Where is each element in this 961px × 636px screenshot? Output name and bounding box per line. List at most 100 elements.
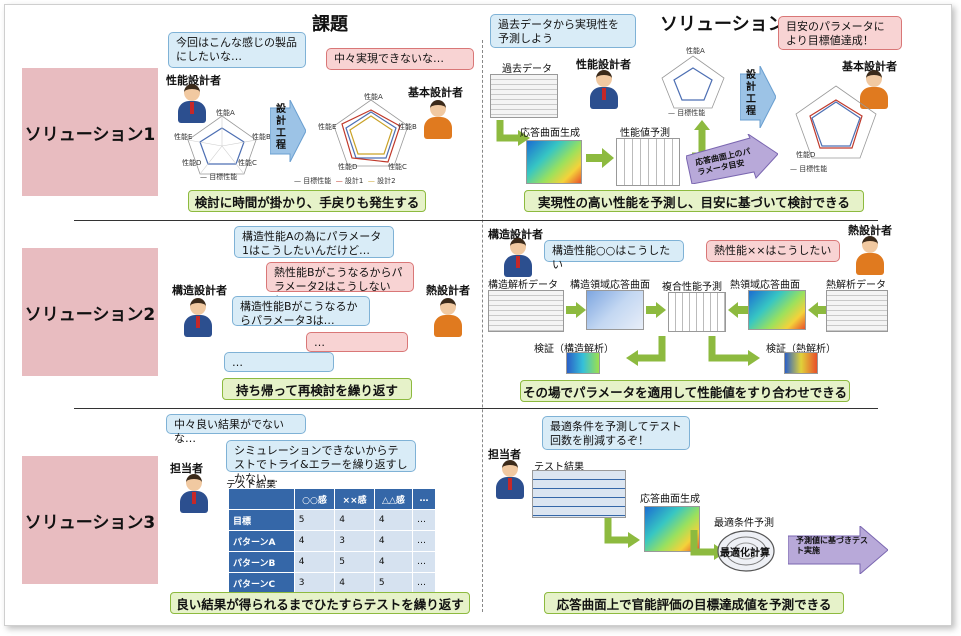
s1-radar2-label-b: 性能B <box>398 123 417 131</box>
s1-sol-bubble-target: 目安のパラメータにより目標値達成！ <box>778 16 902 50</box>
s3-r1-c1: 4 <box>293 530 336 552</box>
s2-bubble-1: 構造性能Aの為にパラメータ1はこうしたいんだけど… <box>234 226 394 258</box>
column-divider <box>482 40 483 612</box>
s2-sol-thermal-designer-label: 熱設計者 <box>848 224 892 237</box>
s2-thermal-data-label: 熱解析データ <box>826 280 886 291</box>
s1-response-surface-label: 応答曲面生成 <box>520 128 580 139</box>
s1-radar2-label-d: 性能D <box>338 163 358 171</box>
s2-thermal-designer-label: 熱設計者 <box>426 284 470 297</box>
s3-test-exec-arrow <box>788 526 888 574</box>
s1-base-designer-label: 基本設計者 <box>408 86 463 99</box>
s3-response-surface-label: 応答曲面生成 <box>640 494 700 505</box>
s1-sol-radar2-legend: — 目標性能 <box>790 165 828 173</box>
s1-sol-radar-small <box>661 55 725 109</box>
s3-test-results-label: テスト結果 <box>226 480 276 491</box>
s1-sol-perf-designer-label: 性能設計者 <box>576 58 631 71</box>
s3-sol-results-thumbnail <box>532 470 626 518</box>
s3-r1-c2: 3 <box>334 530 375 552</box>
s3-th-0 <box>228 488 295 510</box>
s2-arrow-3 <box>728 302 748 318</box>
s3-r1-c4: … <box>412 530 436 552</box>
s2-problem-summary: 持ち帰って再検討を繰り返す <box>222 378 412 400</box>
s2-sol-thermal-designer-avatar <box>854 236 886 276</box>
s2-struct-surface-plot <box>586 290 644 330</box>
s3-sol-bubble: 最適条件を予測してテスト回数を削減するぞ！ <box>542 416 690 450</box>
s3-results-table: ○○感 ××感 △△感 … 目標 5 4 4 … パターンA 4 3 4 … パ… <box>228 488 436 594</box>
s2-bubble-3: 構造性能Bがこうなるからパラメータ3は… <box>232 296 370 327</box>
s1-base-designer-avatar <box>422 100 454 140</box>
s2-thermal-data-sheet <box>826 290 888 332</box>
s2-struct-designer-label: 構造設計者 <box>172 284 227 297</box>
s1-radar1-label-b: 性能B <box>252 133 271 141</box>
s1-design-process-label: 設計工程 <box>276 104 286 151</box>
s1-radar2-legend: — 目標性能 — 設計1 — 設計2 <box>294 177 396 185</box>
table-row: パターンA 4 3 4 … <box>228 530 436 552</box>
s1-design-process-arrow <box>270 100 306 162</box>
s1-sol-design-process-label: 設計工程 <box>746 70 756 117</box>
s3-th-4: … <box>412 488 436 510</box>
s3-optimization-label: 最適化計算 <box>720 548 770 559</box>
s1-legend-target: 目標性能 <box>303 177 332 185</box>
s1-past-data-label: 過去データ <box>502 64 552 75</box>
s1-legend-design2: 設計2 <box>377 177 396 185</box>
row-divider-1 <box>74 220 878 221</box>
table-row: パターンC 3 4 5 … <box>228 572 436 594</box>
s2-arrow-2 <box>646 302 666 318</box>
s1-radar-target <box>187 115 257 175</box>
s3-r1-c0: パターンA <box>228 530 295 552</box>
s1-sol-legend-target-1: 目標性能 <box>677 109 706 117</box>
s3-r0-c2: 4 <box>334 509 375 531</box>
s2-verify-thermal-label: 検証（熱解析） <box>766 344 836 355</box>
s1-legend-design1: 設計1 <box>344 177 364 185</box>
s2-thermal-surface-label: 熱領域応答曲面 <box>730 280 800 291</box>
s3-r3-c1: 3 <box>293 572 336 594</box>
s2-bubble-5: … <box>224 352 334 372</box>
s3-r3-c4: … <box>412 572 436 594</box>
s1-problem-summary: 検討に時間が掛かり、手戻りも発生する <box>188 190 426 212</box>
s3-sol-person-avatar <box>494 460 526 500</box>
s3-sol-test-results-label: テスト結果 <box>534 462 584 473</box>
s1-sol-base-designer-label: 基本設計者 <box>842 60 897 73</box>
s3-problem-summary: 良い結果が得られるまでひたすらテストを繰り返す <box>170 592 470 614</box>
s1-radar1-legend: — 目標性能 <box>200 173 238 181</box>
s3-test-exec-label: 予測値に基づきテスト実施 <box>796 536 868 555</box>
s2-struct-data-sheet <box>488 290 564 332</box>
s3-bubble-2: シミュレーションできないからテストでトライ&エラーを繰り返すしかない… <box>226 440 416 485</box>
s3-solution-summary: 応答曲面上で官能評価の目標達成値を予測できる <box>544 592 844 614</box>
s1-response-surface-plot <box>526 140 582 184</box>
s3-bubble-1: 中々良い結果がでないな… <box>166 414 306 445</box>
s2-bubble-4: … <box>306 332 408 352</box>
s1-sol-design-arrow <box>740 66 776 128</box>
s2-sol-struct-designer-label: 構造設計者 <box>488 228 543 241</box>
s2-combined-grid <box>668 292 726 332</box>
s3-th-1: ○○感 <box>293 488 336 510</box>
s2-struct-surface-label: 構造領域応答曲面 <box>570 280 650 291</box>
s3-r2-c1: 4 <box>293 551 336 573</box>
s2-thermal-surface-plot <box>748 290 806 330</box>
s3-r3-c2: 4 <box>334 572 375 594</box>
s3-r3-c0: パターンC <box>228 572 295 594</box>
s1-sol-radar-large <box>795 85 877 159</box>
s3-th-3: △△感 <box>373 488 414 510</box>
s1-radar1-label-e: 性能E <box>174 133 193 141</box>
s1-param-guide-arrow <box>686 134 778 184</box>
s2-arrow-1 <box>566 302 586 318</box>
s1-bubble-base: 中々実現できないな… <box>326 48 474 70</box>
s1-radar1-label-d: 性能D <box>182 159 202 167</box>
s2-verify-struct-image <box>566 352 600 374</box>
s1-solution-summary: 実現性の高い性能を予測し、目安に基づいて検討できる <box>524 190 864 212</box>
s3-person-avatar <box>178 474 210 514</box>
s1-sol-legend-target-2: 目標性能 <box>799 165 828 173</box>
s2-struct-designer-avatar <box>182 298 214 338</box>
s1-radar1-legend-target: 目標性能 <box>209 173 238 181</box>
s3-r3-c3: 5 <box>373 572 414 594</box>
s3-r0-c3: 4 <box>373 509 414 531</box>
s3-r0-c1: 5 <box>293 509 336 531</box>
s1-sol-perf-designer-avatar <box>588 70 620 110</box>
problem-header: 課題 <box>312 14 348 35</box>
s2-thermal-designer-avatar <box>432 298 464 338</box>
s2-verify-struct-label: 検証（構造解析） <box>534 344 614 355</box>
s3-r1-c3: 4 <box>373 530 414 552</box>
table-row: パターンB 4 5 4 … <box>228 551 436 573</box>
s1-sol-base-designer-avatar <box>858 70 890 110</box>
